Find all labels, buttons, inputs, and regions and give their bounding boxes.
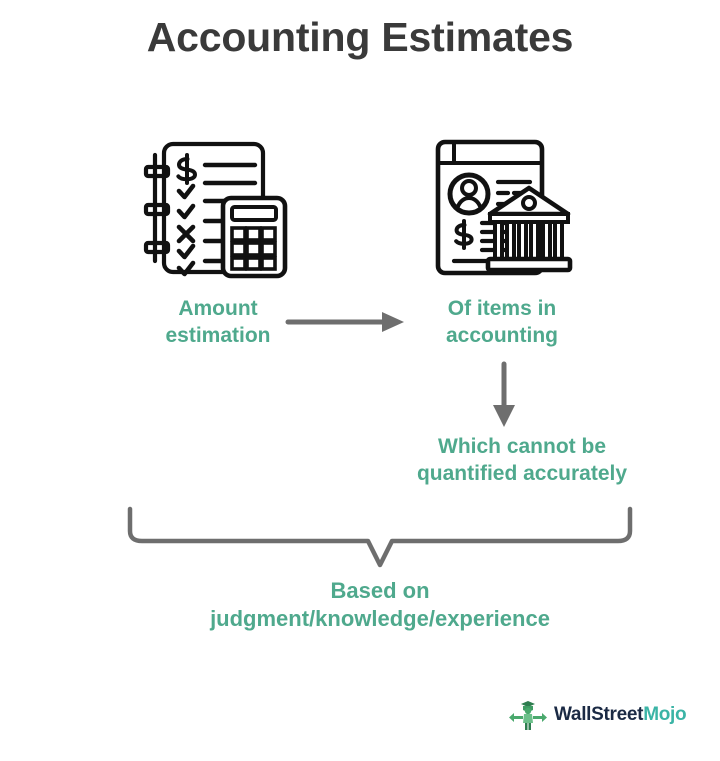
arrow-down-icon: [474, 360, 534, 430]
node-of-items-line2: accounting: [445, 323, 558, 347]
node-based-on-line2: judgment/knowledge/experience: [210, 606, 550, 632]
node-quantified-line1: Which cannot be: [438, 435, 606, 458]
node-of-items-line1: Of items in: [447, 297, 557, 320]
node-amount-estimation-line2: estimation: [165, 323, 271, 347]
logo-text-primary: WallStreet: [554, 704, 644, 725]
node-amount-estimation-line1: Amount: [178, 297, 258, 320]
wallstreetmojo-graduate-icon: [508, 695, 548, 735]
wallstreetmojo-logo[interactable]: WallStreetMojo: [508, 693, 687, 737]
arrow-right-icon: [284, 303, 408, 341]
logo-text-accent: Mojo: [643, 704, 687, 725]
wallstreetmojo-wordmark: WallStreetMojo: [554, 704, 687, 726]
summary-bracket: [124, 503, 636, 571]
node-which-cannot-be-quantified: Which cannot be quantified accurately: [372, 434, 672, 488]
page-title: Accounting Estimates: [146, 14, 574, 60]
node-based-on: Based on judgment/knowledge/experience: [120, 577, 640, 633]
node-amount-estimation: Amount estimation: [126, 296, 310, 350]
node-of-items-in-accounting: Of items in accounting: [410, 296, 594, 350]
financial-report-bank-icon: [424, 133, 579, 285]
notebook-checklist-calculator-icon: [143, 133, 298, 285]
node-quantified-line2: quantified accurately: [416, 461, 628, 485]
node-based-on-line1: Based on: [330, 578, 430, 603]
